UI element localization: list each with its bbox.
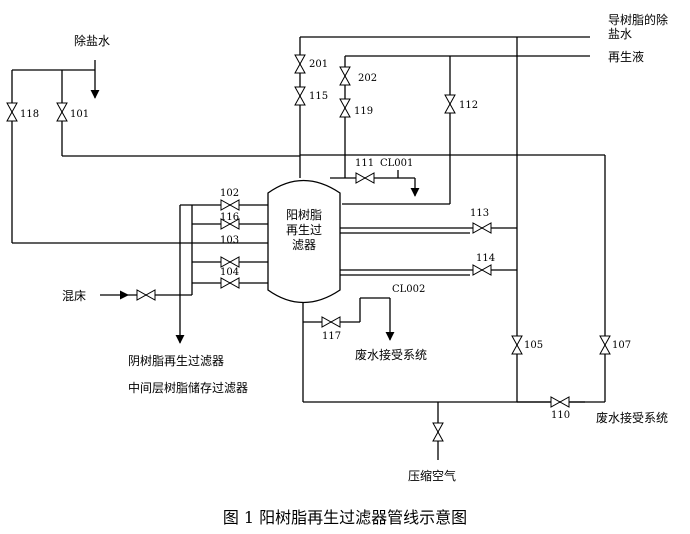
label-202: 202 (358, 73, 377, 84)
valve-101[interactable] (56, 102, 68, 122)
label-116: 116 (220, 212, 239, 223)
valve-201[interactable] (294, 54, 306, 74)
label-110: 110 (551, 410, 570, 421)
valve-104[interactable] (220, 277, 240, 289)
vessel-label-line3: 滤器 (292, 238, 316, 252)
label-115: 115 (309, 91, 328, 102)
label-107: 107 (612, 340, 631, 351)
valve-112[interactable] (444, 94, 456, 114)
valve-111[interactable] (355, 172, 375, 184)
valve-110[interactable] (550, 396, 570, 408)
valve-119[interactable] (339, 98, 351, 118)
label-mixed-bed: 混床 (62, 289, 86, 303)
label-resin-transfer-line1: 导树脂的除 (608, 12, 668, 27)
tag-cl001: CL001 (380, 158, 413, 169)
label-113: 113 (470, 208, 489, 219)
label-middle-resin-storage: 中间层树脂储存过滤器 (128, 380, 248, 395)
valve-compressed-air[interactable] (432, 422, 444, 442)
valve-107[interactable] (599, 335, 611, 355)
tag-cl002: CL002 (392, 284, 425, 295)
label-demin-water: 除盐水 (74, 33, 110, 48)
valve-115[interactable] (294, 86, 306, 106)
label-compressed-air: 压缩空气 (408, 468, 456, 483)
vessel-label-line1: 阳树脂 (286, 207, 322, 222)
label-117: 117 (322, 331, 341, 342)
label-regen-liquid: 再生液 (608, 49, 644, 64)
valve-113[interactable] (472, 222, 492, 234)
label-resin-transfer-line2: 盐水 (608, 27, 632, 41)
valve-102[interactable] (220, 199, 240, 211)
label-102: 102 (220, 188, 239, 199)
label-101: 101 (70, 109, 89, 120)
valve-118[interactable] (6, 102, 18, 122)
label-201: 201 (309, 59, 328, 70)
label-112: 112 (459, 100, 478, 111)
label-103: 103 (220, 235, 239, 246)
label-118: 118 (20, 109, 39, 120)
valve-114[interactable] (472, 264, 492, 276)
label-114: 114 (476, 253, 495, 264)
valve-103[interactable] (220, 256, 240, 268)
valve-117[interactable] (321, 316, 341, 328)
valve-116[interactable] (220, 218, 240, 230)
label-111: 111 (355, 158, 374, 169)
valve-105[interactable] (511, 335, 523, 355)
valve-mixed-bed[interactable] (136, 289, 156, 301)
label-anion-regen-filter: 阴树脂再生过滤器 (128, 353, 224, 368)
valve-202[interactable] (339, 66, 351, 86)
label-waste-water-1: 废水接受系统 (355, 347, 427, 362)
label-105: 105 (524, 340, 543, 351)
cation-resin-regen-vessel: 阳树脂 再生过 滤器 (267, 179, 341, 304)
figure-caption: 图 1 阳树脂再生过滤器管线示意图 (223, 508, 467, 527)
label-104: 104 (220, 267, 239, 278)
vessel-label-line2: 再生过 (286, 223, 322, 237)
label-119: 119 (354, 106, 373, 117)
label-waste-water-2: 废水接受系统 (596, 410, 668, 425)
